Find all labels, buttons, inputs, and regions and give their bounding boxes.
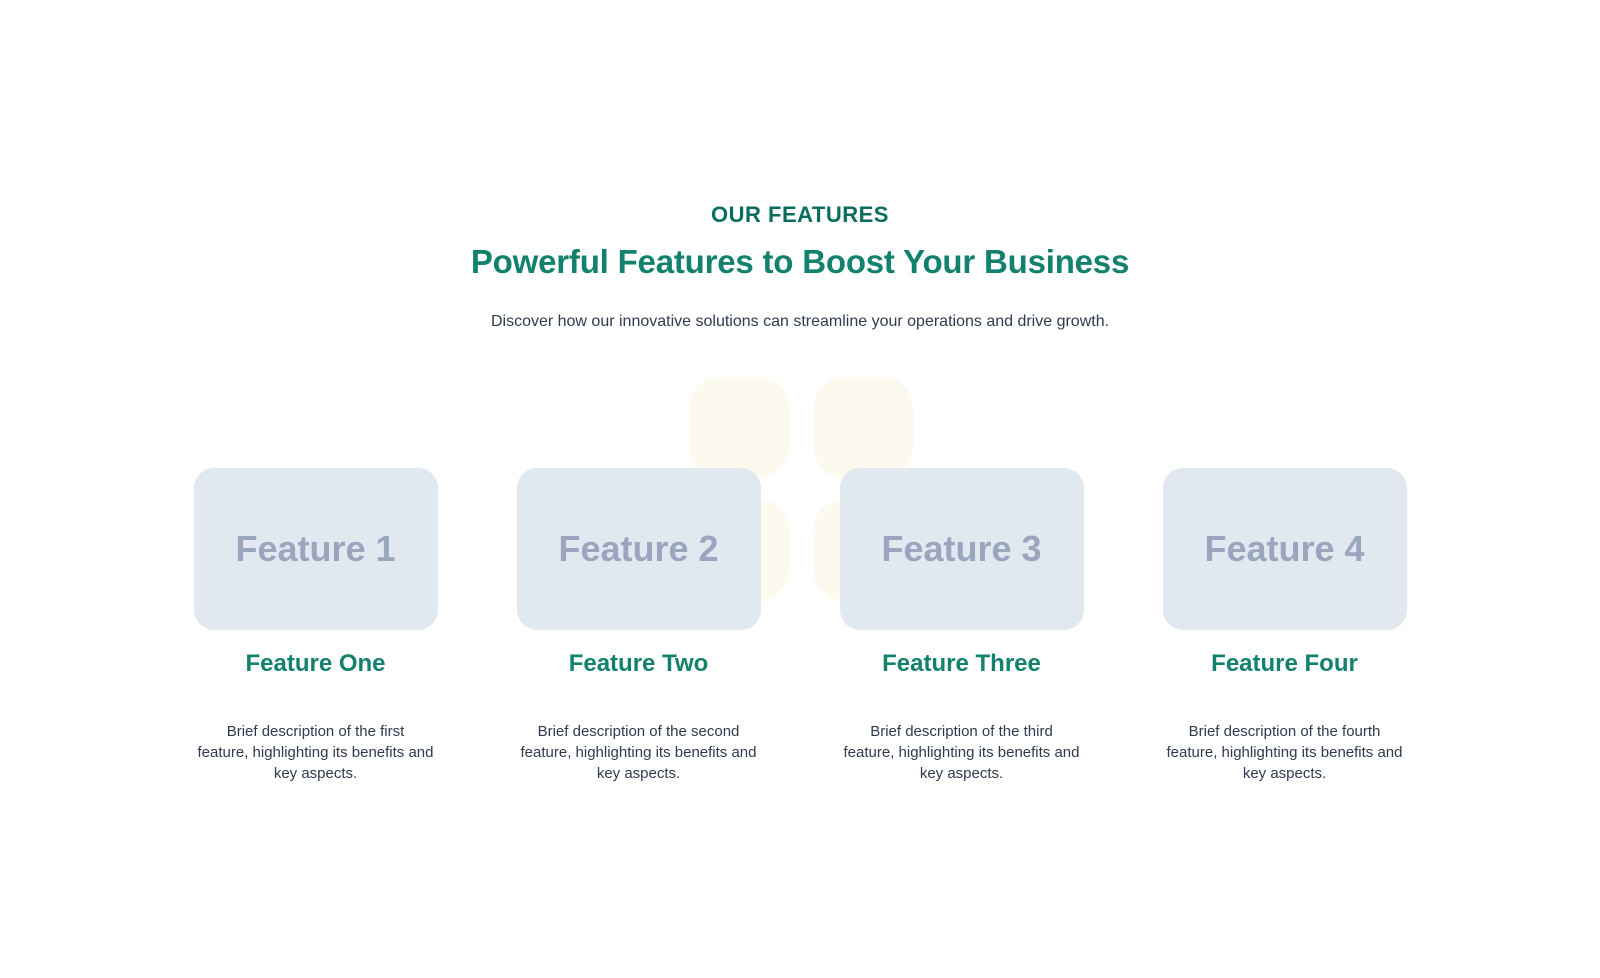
feature-description: Brief description of the third feature, … <box>843 723 1080 782</box>
feature-title: Feature Two <box>568 650 709 677</box>
feature-card: Feature 4 Feature Four Brief description… <box>1162 468 1407 784</box>
feature-description: Brief description of the fourth feature,… <box>1166 723 1403 782</box>
feature-description: Brief description of the second feature,… <box>520 723 757 782</box>
feature-description: Brief description of the first feature, … <box>197 723 434 782</box>
feature-title: Feature One <box>245 650 386 677</box>
feature-placeholder-label: Feature 2 <box>558 528 719 569</box>
feature-title: Feature Three <box>882 650 1041 677</box>
section-subtitle: Discover how our innovative solutions ca… <box>490 313 1110 330</box>
features-row: Feature 1 Feature One Brief description … <box>0 468 1600 784</box>
feature-card: Feature 1 Feature One Brief description … <box>193 468 438 784</box>
feature-image-placeholder: Feature 1 <box>193 468 438 630</box>
section-title: Powerful Features to Boost Your Business <box>470 243 1130 280</box>
feature-image-placeholder: Feature 4 <box>1162 468 1407 630</box>
feature-placeholder-label: Feature 4 <box>1204 528 1365 569</box>
feature-title: Feature Four <box>1211 650 1358 677</box>
section-content: OUR FEATURES Powerful Features to Boost … <box>0 202 1600 784</box>
section-eyebrow: OUR FEATURES <box>711 202 889 227</box>
feature-card: Feature 3 Feature Three Brief descriptio… <box>839 468 1084 784</box>
decor-square <box>813 377 913 477</box>
feature-image-placeholder: Feature 2 <box>516 468 761 630</box>
feature-image-placeholder: Feature 3 <box>839 468 1084 630</box>
feature-placeholder-label: Feature 1 <box>235 528 396 569</box>
feature-card: Feature 2 Feature Two Brief description … <box>516 468 761 784</box>
feature-placeholder-label: Feature 3 <box>881 528 1042 569</box>
decor-square <box>689 377 789 477</box>
